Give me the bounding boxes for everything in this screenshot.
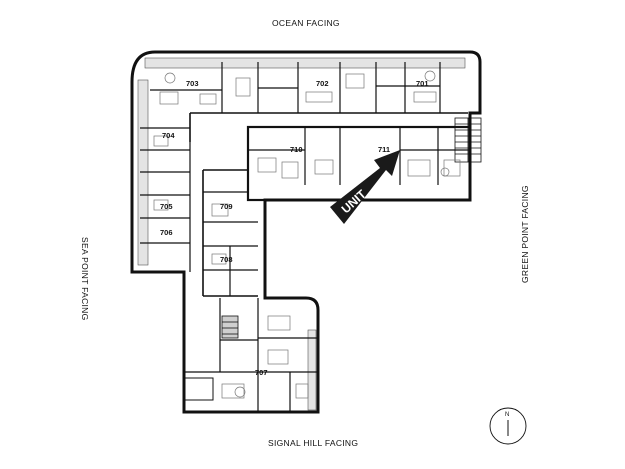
bottom-right-balcony [307,329,317,411]
unit-label-702: 702 [316,79,329,88]
unit-label-710: 710 [290,145,303,154]
top-row-partitions [150,62,441,113]
unit-710-711-partitions [248,127,470,185]
unit-label-701: 701 [416,79,429,88]
stair-right [454,117,482,163]
unit-labels: 703 702 701 704 705 706 709 708 710 711 … [160,79,429,377]
unit-label-704: 704 [162,131,175,140]
furniture [153,70,461,399]
unit-label-711: 711 [378,145,390,154]
left-column-partitions [140,127,191,272]
top-balcony [144,57,466,69]
unit-label-705: 705 [160,202,173,211]
unit-label-709: 709 [220,202,233,211]
stair-core [221,315,239,339]
mid-column-partitions [203,191,258,296]
compass-north-label: N [505,412,509,418]
unit-label-706: 706 [160,228,173,237]
unit-label-703: 703 [186,79,199,88]
compass: N [489,407,527,445]
bottom-wing-partitions [184,298,318,412]
ocean-facing-label: OCEAN FACING [272,18,340,28]
compass-circle [489,407,527,445]
unit-label-708: 708 [220,255,233,264]
signal-hill-facing-label: SIGNAL HILL FACING [268,438,359,448]
bottom-left-room [184,377,214,401]
building-outline [130,50,482,414]
unit-label-707: 707 [255,368,268,377]
